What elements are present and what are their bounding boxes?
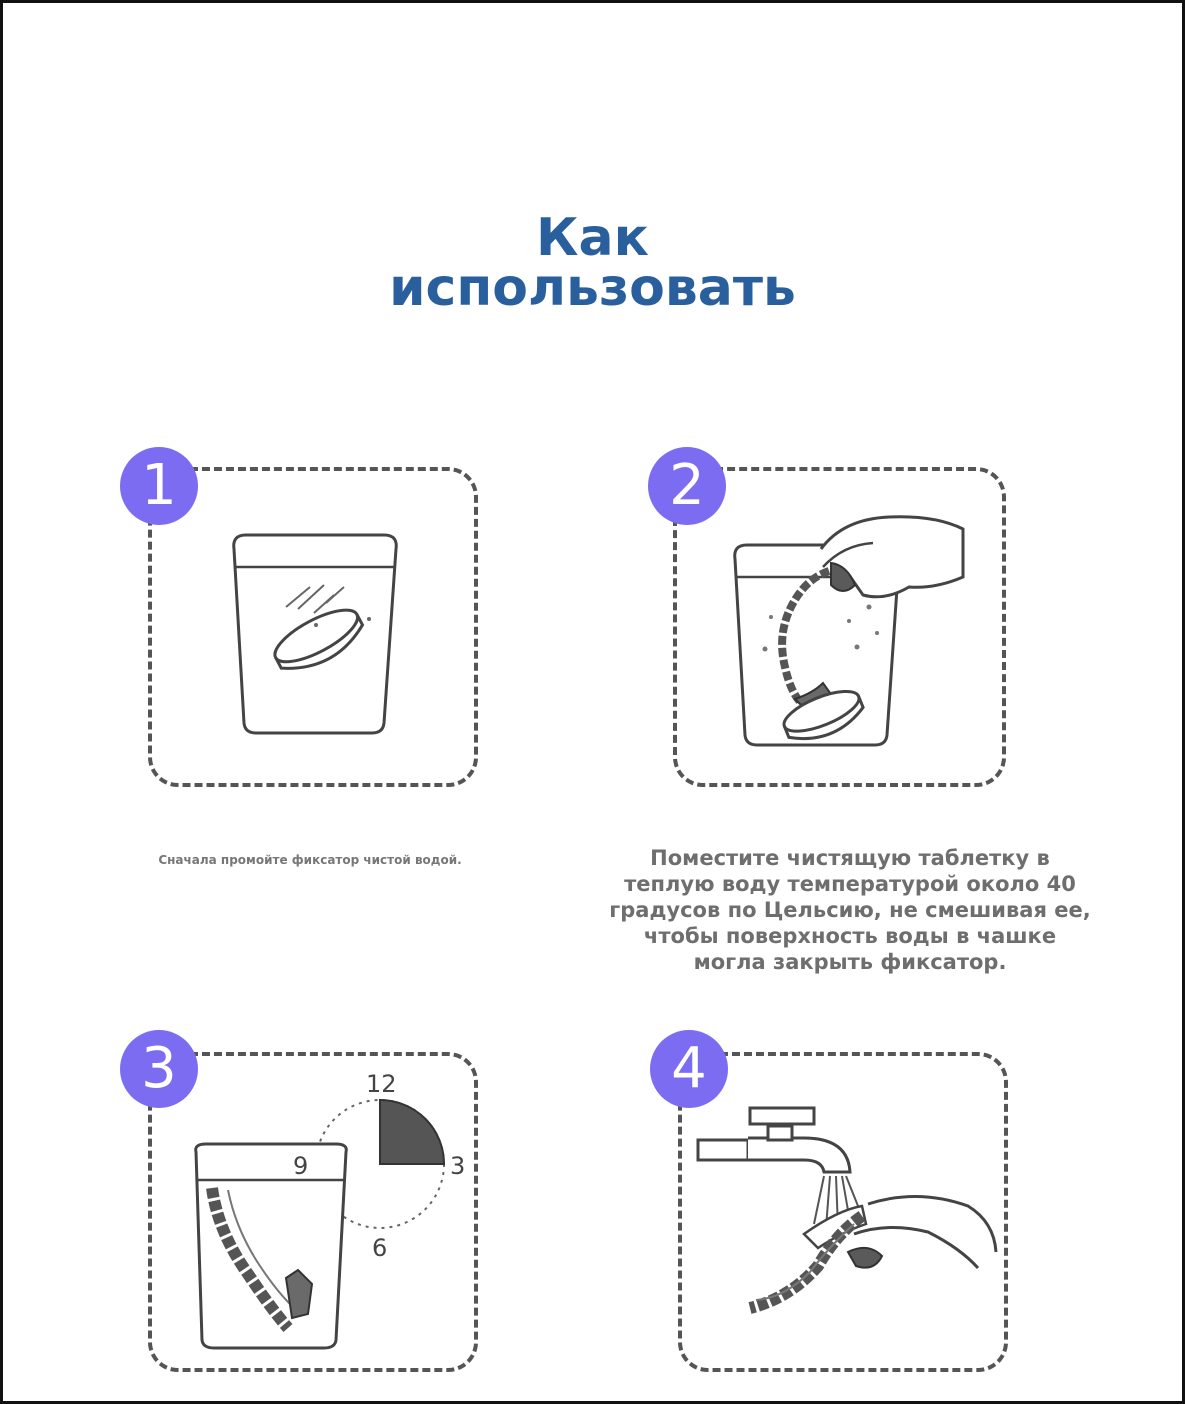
clock-number-6: 6 xyxy=(372,1234,388,1262)
hand-dropping-aligner-illustration xyxy=(673,467,1006,787)
step-1-badge: 1 xyxy=(120,447,198,525)
clock-number-9: 9 xyxy=(293,1152,309,1180)
step-2-caption: Поместите чистящую таблетку в теплую вод… xyxy=(609,846,1091,974)
step-1-caption: Сначала промойте фиксатор чистой водой. xyxy=(158,853,462,867)
aligner-soaking-with-clock-illustration xyxy=(148,1052,478,1372)
rinsing-aligner-under-tap-illustration xyxy=(678,1052,1008,1372)
page-title-line-1: Как xyxy=(536,208,649,268)
step-2-badge: 2 xyxy=(648,447,726,525)
step-1-panel xyxy=(148,467,478,787)
step-3-panel xyxy=(148,1052,478,1372)
step-2-panel xyxy=(673,467,1006,787)
clock-number-12: 12 xyxy=(366,1070,397,1098)
step-4-badge: 4 xyxy=(650,1030,728,1108)
clock-number-3: 3 xyxy=(450,1152,466,1180)
step-3-badge: 3 xyxy=(120,1030,198,1108)
page-title-line-2: использовать xyxy=(389,258,796,318)
cup-with-tablet-illustration xyxy=(148,467,478,787)
step-4-panel xyxy=(678,1052,1008,1372)
